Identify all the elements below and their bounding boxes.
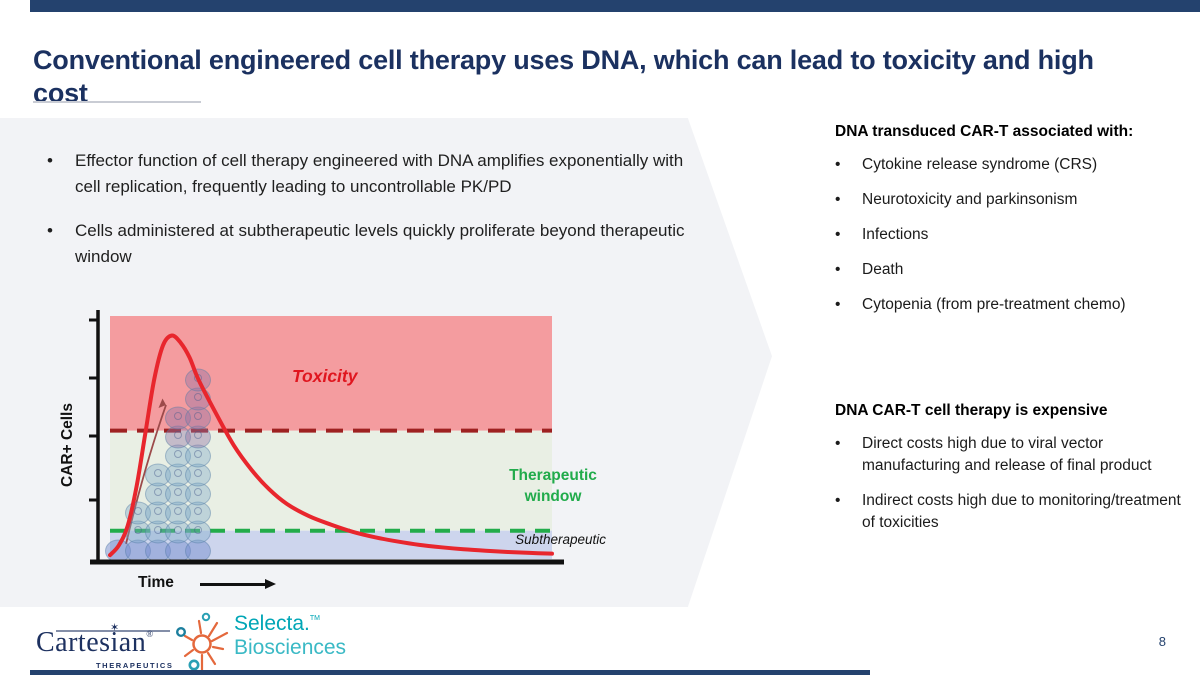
page-number: 8 bbox=[1158, 634, 1166, 649]
selecta-logo: Selecta.TM Biosciences bbox=[176, 612, 351, 672]
cartesian-therapeutics-text: THERAPEUTICS bbox=[96, 661, 174, 670]
risks-section: DNA transduced CAR-T associated with: • C… bbox=[835, 123, 1189, 329]
bullet-text: Cells administered at subtherapeutic lev… bbox=[75, 221, 685, 266]
cartesian-logo: ✶ Cartesian® THERAPEUTICS bbox=[36, 617, 186, 673]
bullet-dot: • bbox=[835, 261, 841, 278]
bullet-text: Effector function of cell therapy engine… bbox=[75, 151, 684, 196]
bullet-dot: • bbox=[835, 191, 841, 208]
slide-title: Conventional engineered cell therapy use… bbox=[33, 45, 1094, 109]
bullet-dot: • bbox=[835, 296, 841, 313]
list-item: • Cells administered at subtherapeutic le… bbox=[47, 218, 702, 269]
toxicity-zone bbox=[110, 316, 552, 431]
bullet-text: Cytopenia (from pre-treatment chemo) bbox=[862, 296, 1126, 313]
cartesian-star-icon: ✶ bbox=[110, 622, 120, 634]
bullet-text: Death bbox=[862, 261, 904, 278]
top-accent-bar bbox=[30, 0, 1200, 12]
list-item: • Infections bbox=[835, 224, 1189, 246]
registered-mark: ® bbox=[146, 629, 154, 639]
risks-heading: DNA transduced CAR-T associated with: bbox=[835, 123, 1134, 140]
bullet-dot: • bbox=[47, 151, 53, 170]
cost-list: • Direct costs high due to viral vector m… bbox=[835, 433, 1189, 534]
bottom-accent-bar bbox=[30, 670, 870, 675]
left-bullet-list: • Effector function of cell therapy engin… bbox=[47, 148, 702, 288]
cost-section: DNA CAR-T cell therapy is expensive • Dir… bbox=[835, 402, 1189, 547]
list-item: • Effector function of cell therapy engin… bbox=[47, 148, 702, 199]
selecta-sunburst-icon bbox=[176, 612, 229, 672]
list-item: • Direct costs high due to viral vector m… bbox=[835, 433, 1189, 477]
list-item: • Cytopenia (from pre-treatment chemo) bbox=[835, 294, 1189, 316]
pk-chart: Toxicity Therapeutic window Subtherapeut… bbox=[59, 308, 620, 598]
selecta-wordmark: Selecta.TM bbox=[234, 612, 320, 635]
y-axis-ticks bbox=[89, 318, 98, 502]
bullet-dot: • bbox=[835, 492, 841, 509]
bullet-dot: • bbox=[47, 221, 53, 240]
subtherapeutic-zone bbox=[110, 530, 552, 559]
cell-growth-arrow bbox=[125, 404, 167, 545]
title-underline bbox=[33, 101, 201, 103]
biosciences-text: Biosciences bbox=[234, 636, 347, 659]
risks-list: • Cytokine release syndrome (CRS) • Neurot… bbox=[835, 154, 1189, 316]
cell-growth-arrowhead bbox=[158, 398, 166, 408]
list-item: • Cytokine release syndrome (CRS) bbox=[835, 154, 1189, 176]
bullet-dot: • bbox=[835, 435, 841, 452]
cost-heading: DNA CAR-T cell therapy is expensive bbox=[835, 402, 1108, 419]
list-item: • Death bbox=[835, 259, 1189, 281]
chart-canvas bbox=[89, 310, 564, 565]
list-item: • Indirect costs high due to monitoring/t… bbox=[835, 490, 1189, 534]
list-item: • Neurotoxicity and parkinsonism bbox=[835, 189, 1189, 211]
bullet-text: Indirect costs high due to monitoring/tr… bbox=[862, 492, 1181, 531]
bullet-text: Infections bbox=[862, 226, 929, 243]
bullet-dot: • bbox=[835, 156, 841, 173]
bullet-dot: • bbox=[835, 226, 841, 243]
cell-cluster-illustration bbox=[105, 368, 211, 563]
bullet-text: Cytokine release syndrome (CRS) bbox=[862, 156, 1098, 173]
bullet-text: Direct costs high due to viral vector ma… bbox=[862, 435, 1152, 474]
cartesian-wordmark: Cartesian® bbox=[36, 627, 154, 658]
therapeutic-window-zone bbox=[110, 430, 552, 531]
car-t-expansion-curve bbox=[108, 333, 554, 558]
bullet-text: Neurotoxicity and parkinsonism bbox=[862, 191, 1078, 208]
trademark: TM bbox=[309, 615, 320, 622]
cartesian-logo-rule bbox=[56, 630, 170, 632]
